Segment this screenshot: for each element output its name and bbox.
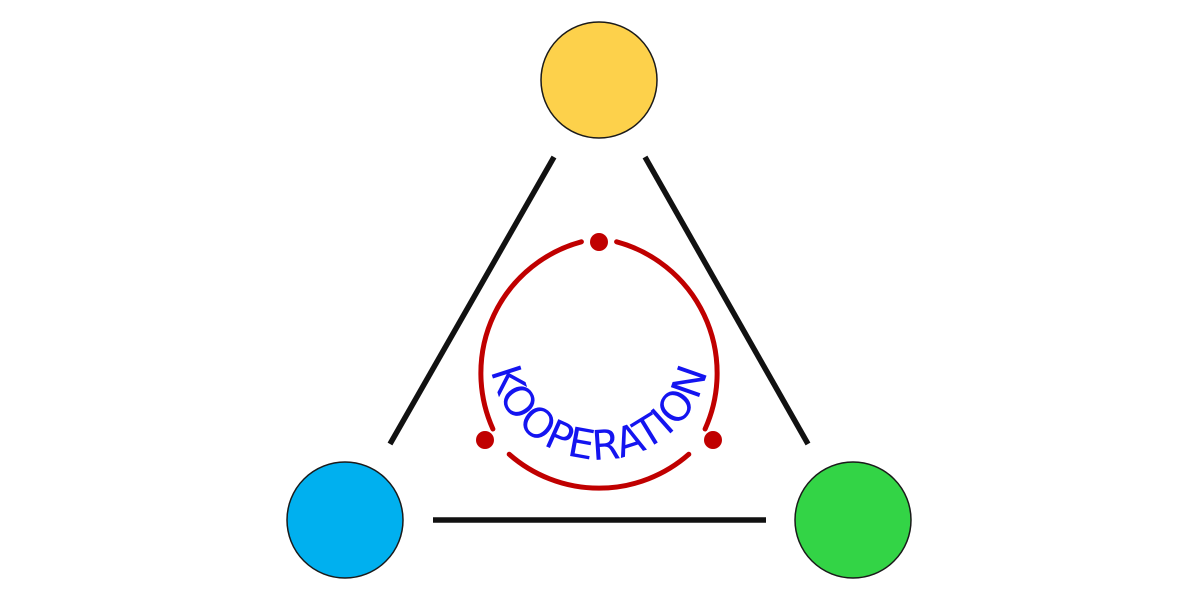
- ring-segment-left: [478, 239, 584, 432]
- center-label: KOOPERATION: [481, 358, 718, 470]
- node-top: [540, 21, 658, 139]
- node-left: [286, 461, 404, 579]
- edge-top-right: [642, 155, 811, 446]
- node-right: [794, 461, 912, 579]
- cooperation-ring: [478, 239, 720, 491]
- ring-dot-top: [590, 233, 608, 251]
- edge-top-left: [387, 155, 557, 446]
- ring-dot-right: [704, 431, 722, 449]
- ring-dot-left: [476, 431, 494, 449]
- ring-segment-bottom: [506, 451, 692, 491]
- center-label-text: KOOPERATION: [481, 358, 717, 470]
- ring-segment-right: [614, 239, 720, 432]
